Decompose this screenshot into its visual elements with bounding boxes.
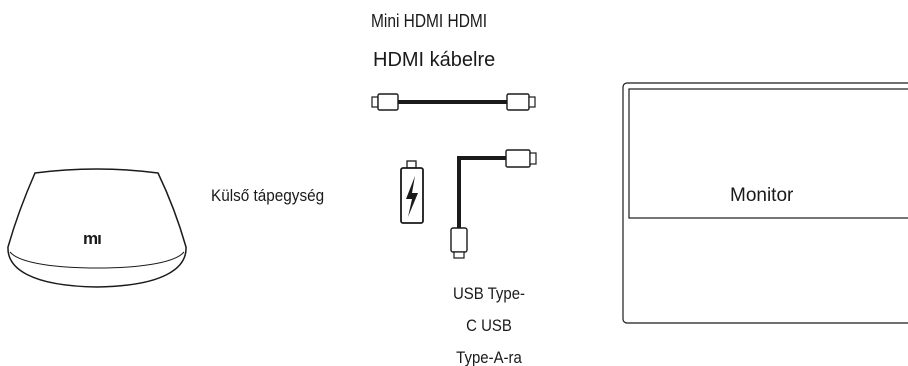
usb-a-plug-body <box>505 149 531 168</box>
monitor-screen <box>628 88 908 219</box>
usb-label-line3: Type-A-ra <box>456 348 522 366</box>
battery-bolt-icon <box>400 160 424 224</box>
usb-c-plug-body <box>450 227 468 253</box>
hdmi-plug-body <box>506 93 530 111</box>
mi-device-rim <box>9 251 185 269</box>
hdmi-cable-label-line2: HDMI kábelre <box>373 49 496 71</box>
hdmi-cable <box>371 93 536 111</box>
mi-device <box>7 168 187 288</box>
usb-c-plug-tip <box>453 251 465 259</box>
mini-hdmi-plug-body <box>377 93 399 111</box>
mi-device-base <box>7 246 187 288</box>
usb-cable <box>450 149 537 259</box>
usb-cable-wire <box>457 156 506 228</box>
usb-a-plug-tip <box>529 152 537 165</box>
hdmi-cable-label-line1: Mini HDMI HDMI <box>371 11 488 31</box>
mini-hdmi-plug-tip <box>371 96 379 108</box>
hdmi-plug-tip <box>528 96 536 108</box>
power-supply-label: Külső tápegység <box>211 186 325 205</box>
battery-terminal <box>406 160 417 169</box>
monitor <box>622 82 908 324</box>
mi-logo: mı <box>83 229 102 248</box>
monitor-frame <box>622 82 908 324</box>
monitor-label: Monitor <box>730 185 794 206</box>
usb-label-line1: USB Type- <box>452 284 526 303</box>
lightning-bolt <box>406 176 418 217</box>
usb-label-line2: C USB <box>466 316 512 335</box>
usb-cable-label: USB Type- C USB Type-A-ra <box>437 278 541 366</box>
